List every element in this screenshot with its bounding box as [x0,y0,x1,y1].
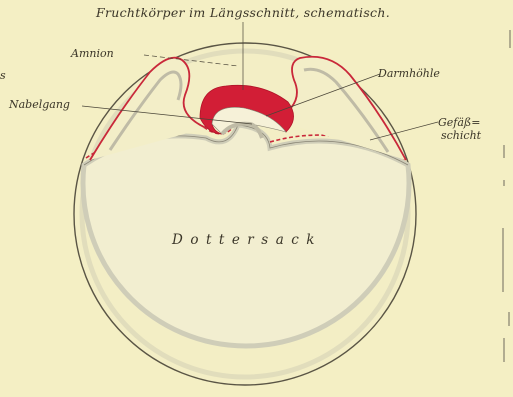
darmhoehle-label: Darmhöhle [377,67,440,80]
dottersack-label: Dottersack [171,232,322,248]
right-margin-marks [503,30,510,362]
amnion-label: Amnion [70,47,114,60]
gefaess-label-line1: Gefäß= [438,116,481,129]
gefaess-label-line2: schicht [441,129,482,142]
figure-title: Fruchtkörper im Längsschnitt, schematisc… [95,5,390,20]
left-margin-fragment: s [0,69,6,82]
nabelgang-label: Nabelgang [8,98,70,111]
